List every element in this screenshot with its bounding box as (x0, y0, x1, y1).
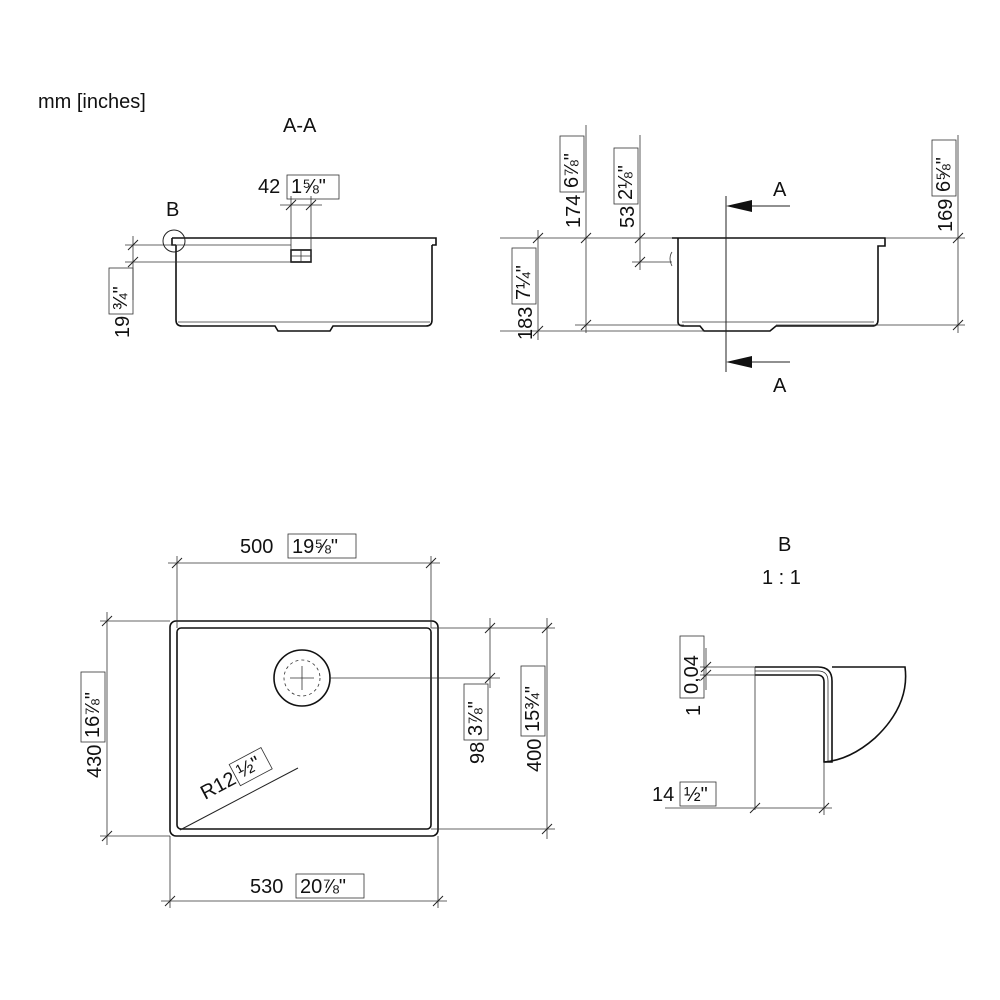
dim-53-in: 2⅛" (615, 165, 637, 200)
dim-detail-14-in: ½" (684, 784, 708, 806)
cut-arrow-bottom (726, 356, 752, 368)
side-view: A A 183 7¼" 174 6⅞" (500, 125, 965, 397)
section-view-aa: A-A B 42 1⅝" 19 ¾" (108, 115, 437, 338)
dim-430: 430 (84, 745, 106, 778)
detail-basin-curve (823, 666, 907, 763)
detail-rim-inner (755, 670, 829, 762)
section-basin (175, 245, 433, 332)
radius-leader (179, 767, 299, 831)
plan-inner-basin (176, 627, 432, 830)
cut-label-top: A (773, 179, 787, 201)
dim-500: 500 (240, 536, 273, 558)
dim-183-in: 7¼" (513, 265, 535, 300)
dim-radius-in: ½" (233, 752, 264, 783)
dim-183: 183 (515, 307, 537, 340)
dim-174-in: 6⅞" (561, 153, 583, 188)
cut-arrow-top (726, 200, 752, 212)
detail-b-marker (162, 229, 186, 253)
detail-b-label: B (166, 199, 179, 221)
dim-98: 98 (467, 742, 489, 764)
side-overflow (669, 251, 673, 267)
cut-label-bottom: A (773, 375, 787, 397)
dim-radius: R12 (197, 768, 240, 805)
plan-view: R12 ½" 500 19⅝" 530 20⅞" 430 16⅞" (80, 533, 555, 908)
dim-530-in: 20⅞" (300, 876, 346, 898)
detail-title: B (778, 534, 791, 556)
dim-detail-14: 14 (652, 784, 674, 806)
side-body (677, 238, 881, 332)
dim-53: 53 (617, 206, 639, 228)
dim-400: 400 (524, 739, 546, 772)
section-title: A-A (283, 115, 317, 137)
dim-169-in: 6⅝" (933, 157, 955, 192)
side-rim (672, 237, 886, 247)
dim-drain-width: 42 (258, 176, 280, 198)
section-rim (171, 237, 437, 246)
dim-drain-width-in: 1⅝" (291, 176, 326, 198)
dim-169: 169 (935, 199, 957, 232)
dim-530: 530 (250, 876, 283, 898)
dim-detail-1-in: 0,04 (681, 655, 703, 694)
detail-rim-profile (755, 666, 833, 763)
plan-outer-rim (169, 620, 439, 837)
detail-view-b: B 1 : 1 1 0,04 14 ½" (652, 534, 907, 815)
detail-scale: 1 : 1 (762, 567, 801, 589)
dim-400-in: 15¾" (522, 686, 544, 732)
dim-98-in: 3⅞" (465, 701, 487, 736)
dim-174: 174 (563, 195, 585, 228)
dim-detail-1: 1 (683, 705, 705, 716)
units-label: mm [inches] (38, 91, 146, 113)
dim-430-in: 16⅞" (82, 692, 104, 738)
dim-500-in: 19⅝" (292, 536, 338, 558)
dim-rim-height: 19 (112, 316, 134, 338)
dim-rim-height-in: ¾" (110, 286, 132, 310)
plan-drain-inner (283, 659, 321, 697)
